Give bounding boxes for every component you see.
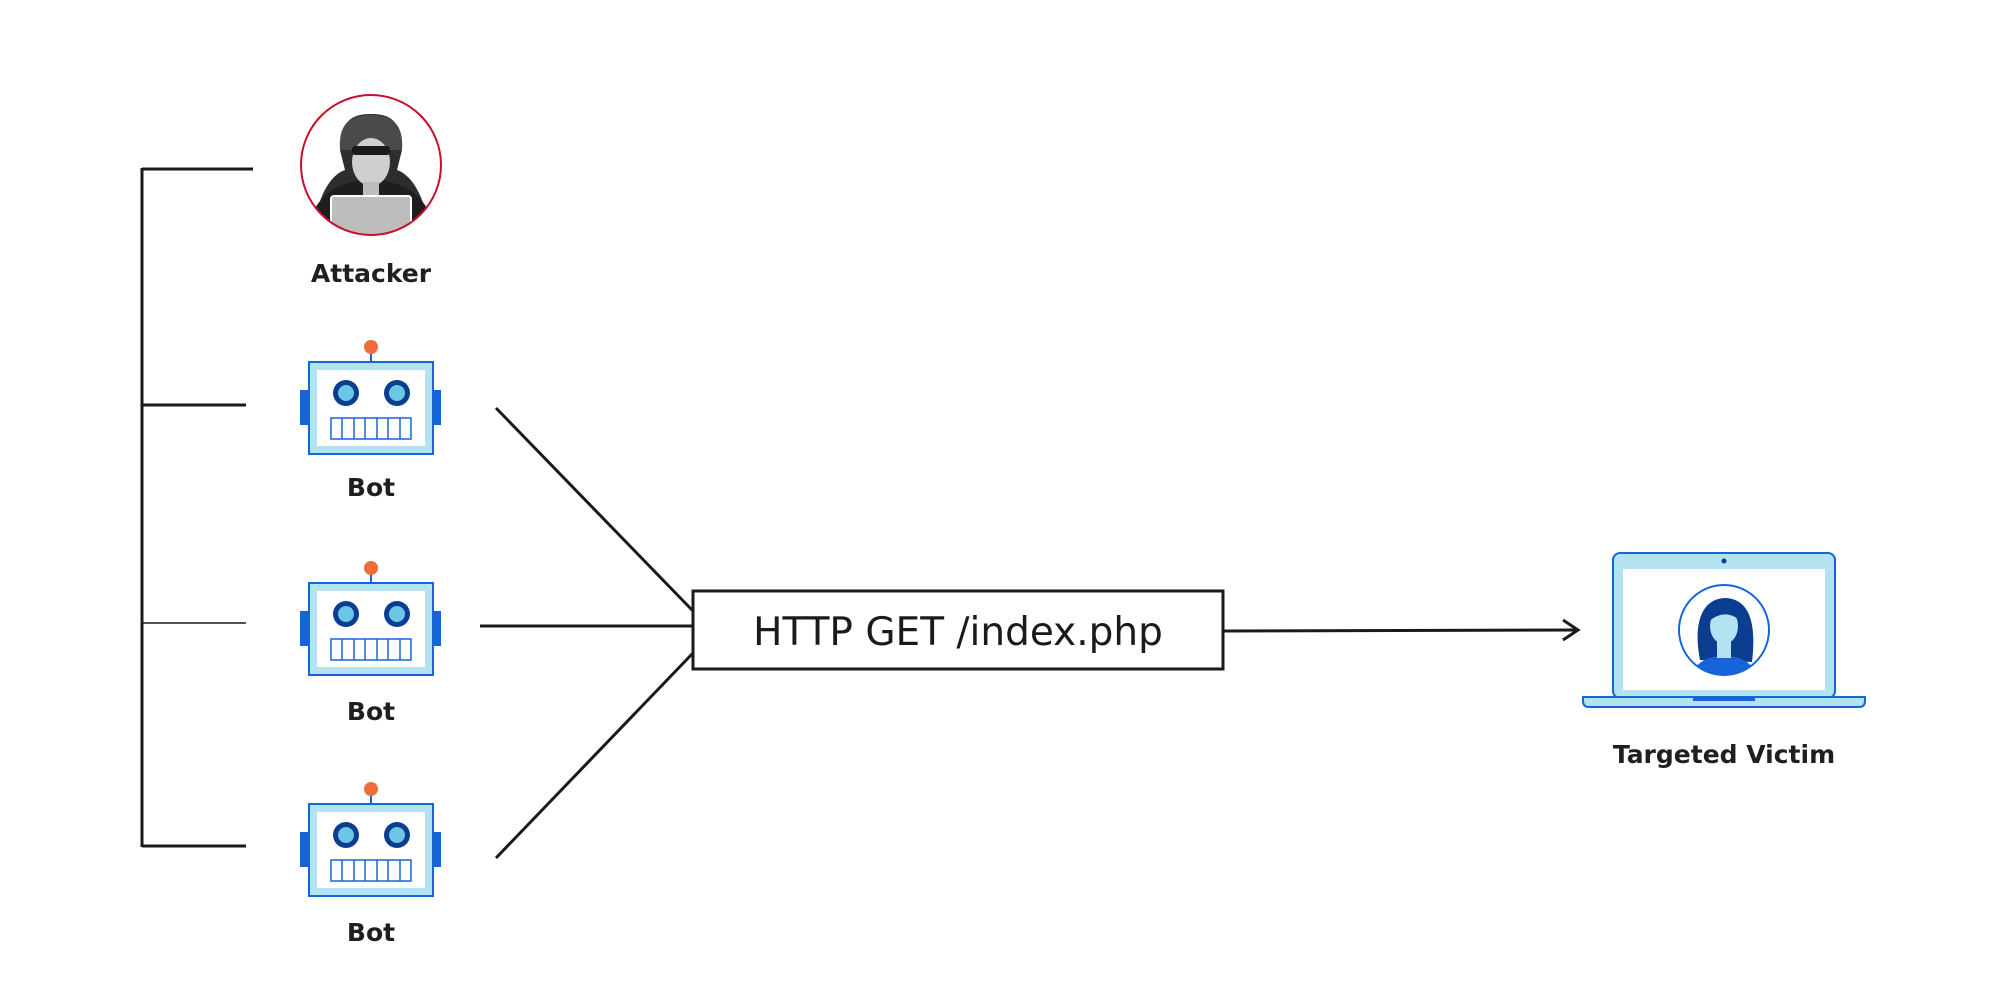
request-label: HTTP GET /index.php xyxy=(753,610,1163,655)
bot-node-2: Bot xyxy=(300,561,441,726)
http-request-box: HTTP GET /index.php xyxy=(691,589,1225,671)
bot-label-3: Bot xyxy=(347,918,395,947)
attacker-label: Attacker xyxy=(311,259,432,288)
connector-bot-1 xyxy=(494,406,695,613)
connector-bot-3 xyxy=(494,651,695,860)
bot-label-1: Bot xyxy=(347,473,395,502)
robot-icon xyxy=(300,561,441,676)
request-box-frame xyxy=(691,589,1225,671)
bot-node-1: Bot xyxy=(300,340,441,502)
bot-request-connectors xyxy=(480,406,695,860)
hacker-icon xyxy=(300,94,442,236)
arrow-head-icon xyxy=(1562,618,1581,642)
attacker-node: Attacker xyxy=(300,94,442,288)
victim-node: Targeted Victim xyxy=(1582,552,1866,769)
bot-label-2: Bot xyxy=(347,697,395,726)
command-bracket xyxy=(140,167,253,848)
bot-node-3: Bot xyxy=(300,782,441,947)
victim-label: Targeted Victim xyxy=(1613,740,1835,769)
request-arrow xyxy=(1222,618,1581,642)
robot-icon xyxy=(300,340,441,455)
robot-icon xyxy=(300,782,441,897)
victim-avatar-icon xyxy=(1678,584,1770,676)
attacker-ring xyxy=(300,94,442,236)
